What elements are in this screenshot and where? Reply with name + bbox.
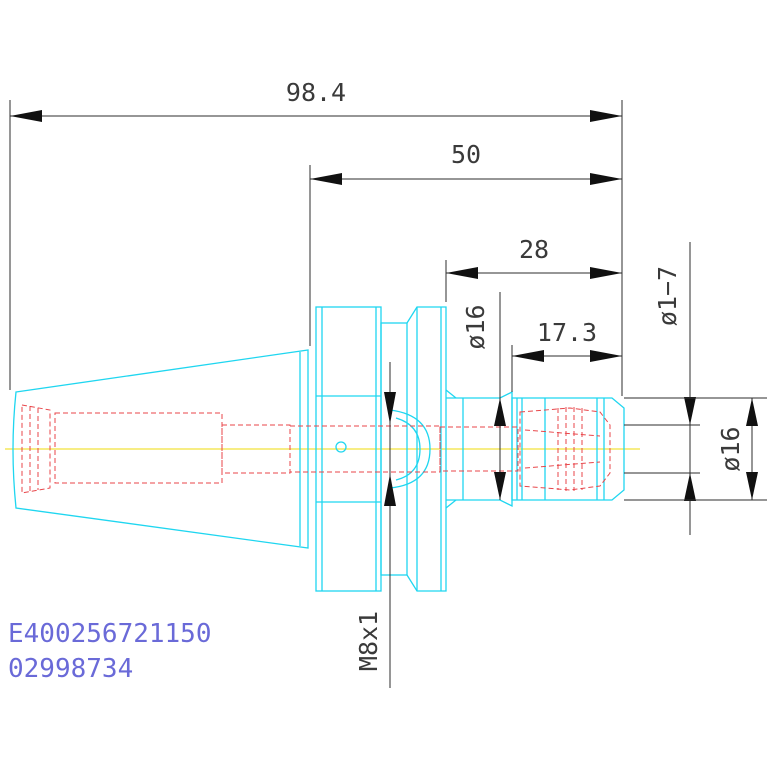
dimension-28-label: 28 [519, 235, 549, 264]
clamping-range-label: ø1−7 [653, 266, 682, 326]
collet-nut-outline [511, 397, 625, 501]
article-number: E400256721150 [8, 619, 212, 649]
hidden-internal-lines [21, 404, 611, 494]
flange-outline [315, 306, 447, 592]
thread-label: M8x1 [354, 611, 383, 671]
taper-shank-outline [12, 349, 309, 549]
order-number: 02998734 [8, 654, 133, 684]
dimension-geometry [9, 100, 767, 688]
dimension-17-3-label: 17.3 [537, 318, 597, 347]
shank-diameter-label: ø16 [461, 304, 490, 349]
dimension-50-label: 50 [451, 140, 481, 169]
nose-diameter-label: ø16 [716, 426, 745, 471]
dimension-98-4-label: 98.4 [286, 78, 346, 107]
